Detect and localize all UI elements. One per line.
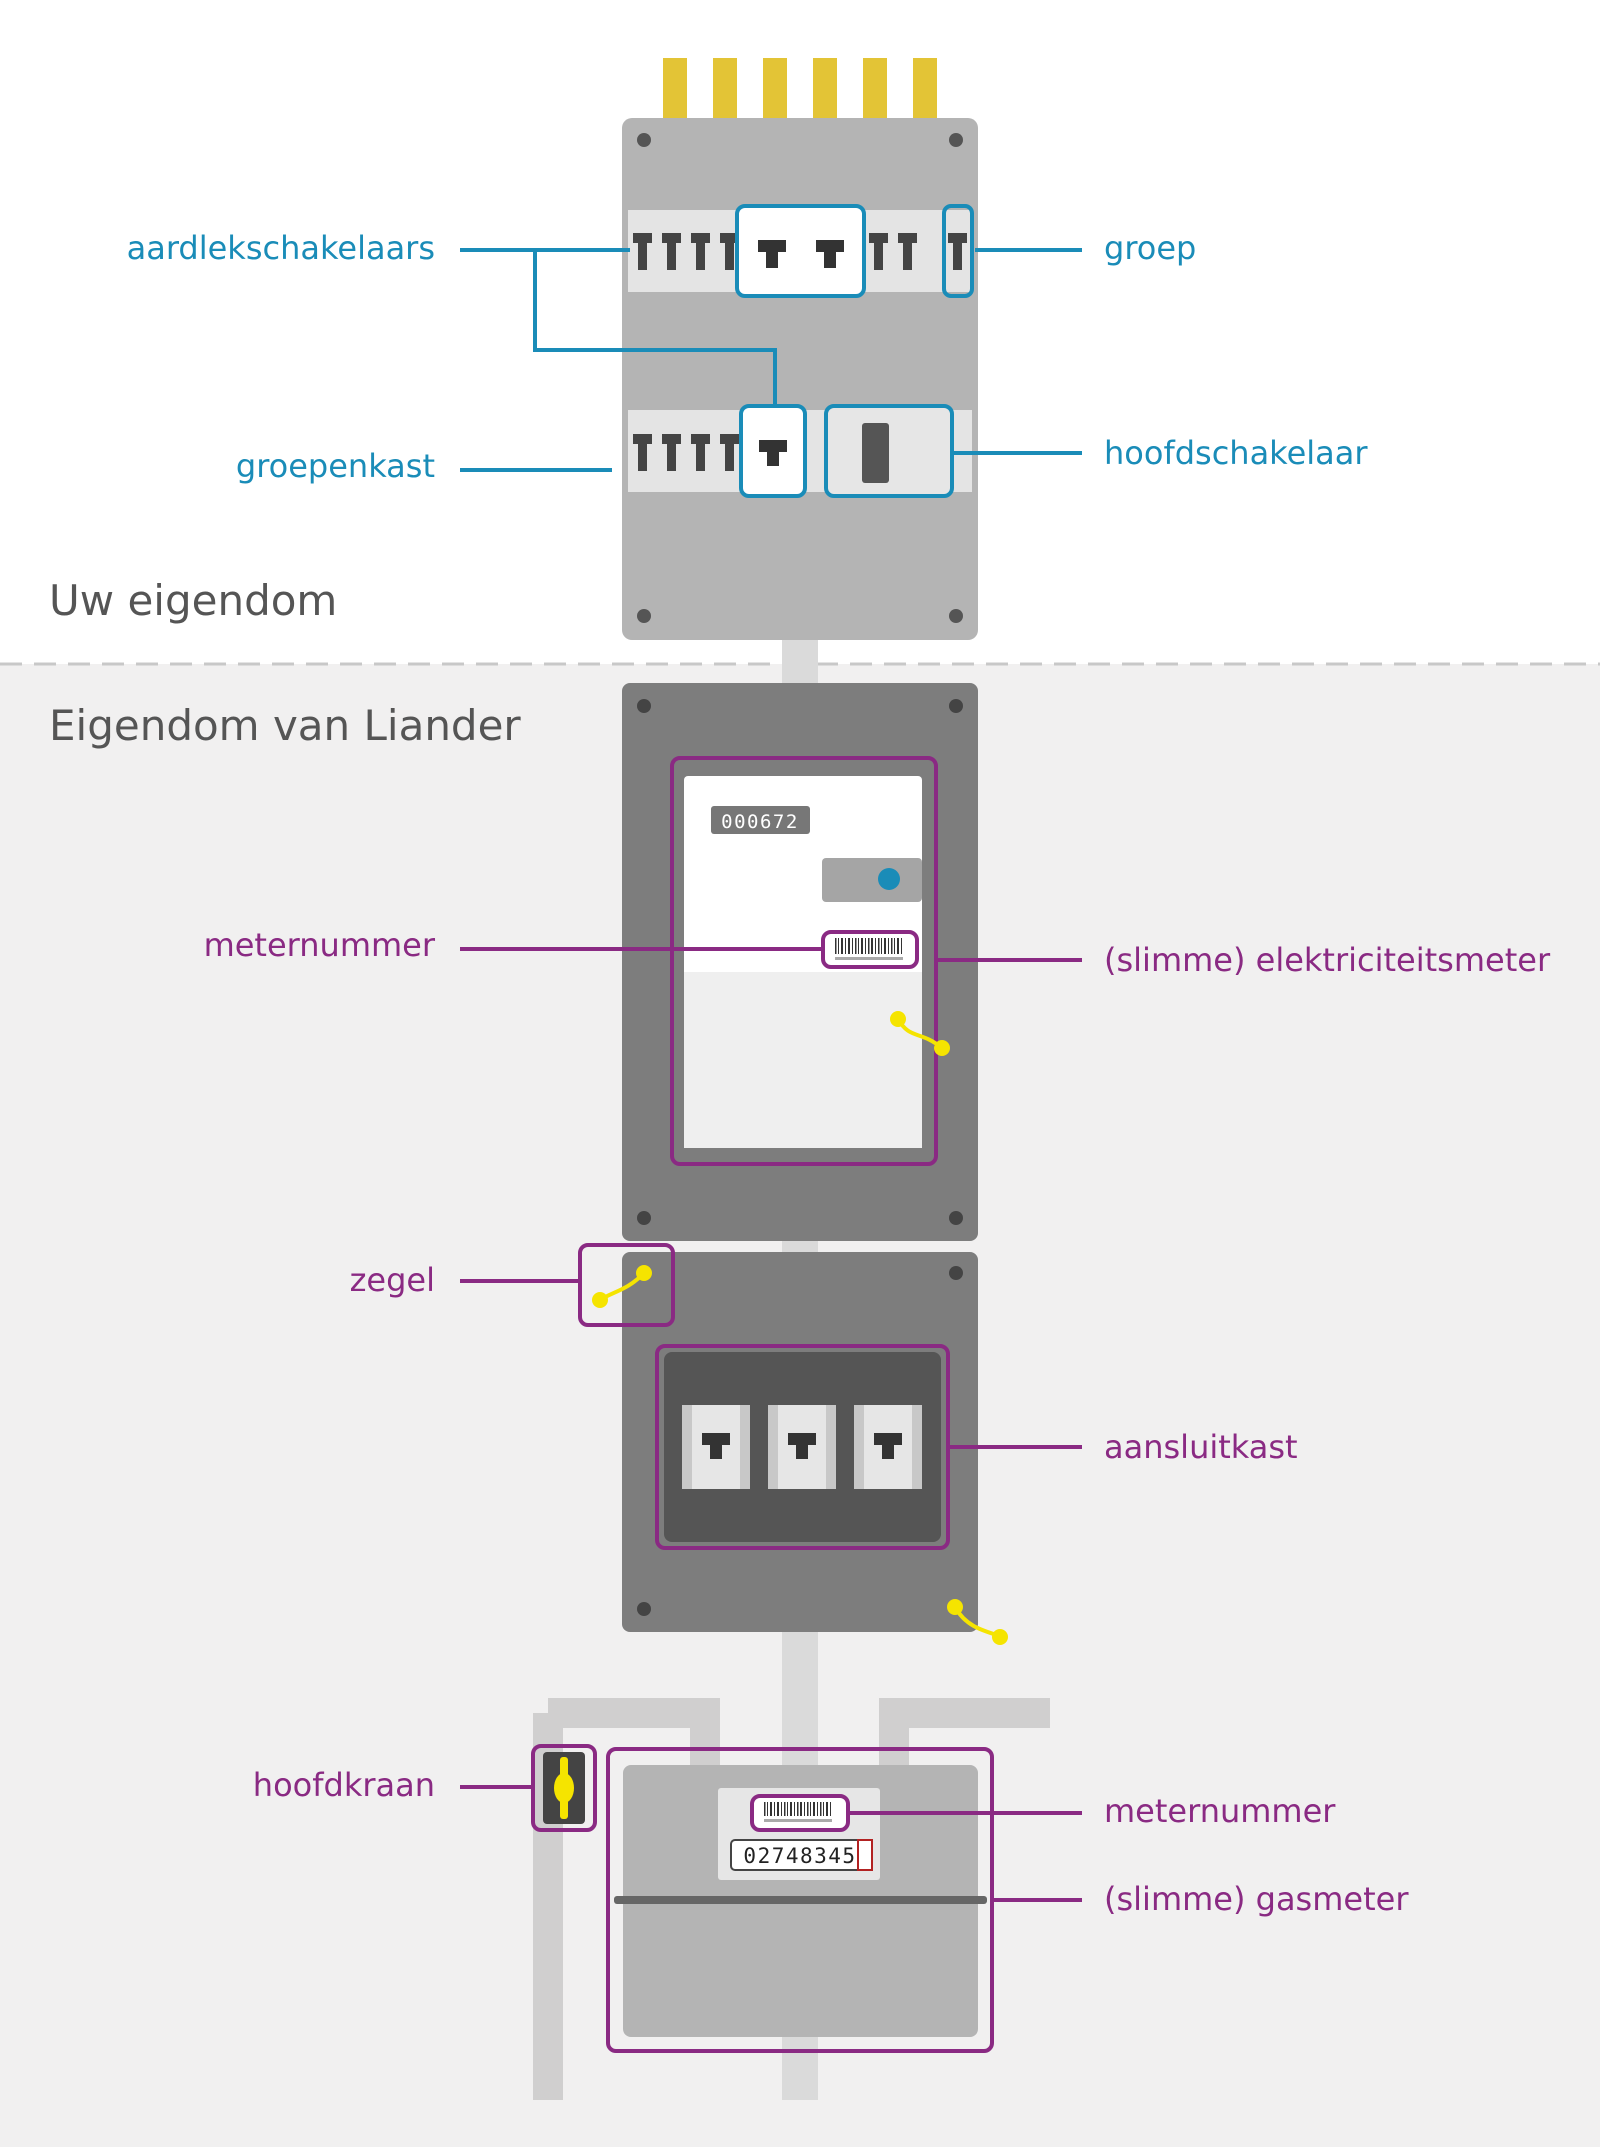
purple-leaders-gas xyxy=(460,1785,1082,1902)
label-groepenkast: groepenkast xyxy=(235,447,435,485)
label-meternummer-gas: meternummer xyxy=(1104,1792,1336,1830)
label-aansluitkast: aansluitkast xyxy=(1104,1428,1298,1466)
elec-barcode xyxy=(835,938,903,960)
zegel-highlight xyxy=(578,1243,675,1327)
conduit-1 xyxy=(782,640,818,685)
label-elektriciteitsmeter: (slimme) elektriciteitsmeter xyxy=(1104,941,1551,979)
aardlek-switches xyxy=(758,240,844,268)
gas-counter: 02748345 xyxy=(743,1844,856,1868)
groepenkast-switch xyxy=(759,440,787,466)
elec-meternummer-highlight xyxy=(821,930,919,969)
elec-counter-plate xyxy=(711,806,810,834)
rail-1-breakers-right xyxy=(869,233,967,270)
gas-pipe-right xyxy=(879,1698,1050,1780)
aansluitkast-seal xyxy=(947,1599,1008,1645)
label-hoofdkraan: hoofdkraan xyxy=(252,1766,435,1804)
label-gasmeter: (slimme) gasmeter xyxy=(1104,1880,1409,1918)
purple-leaders-kast xyxy=(460,1279,1082,1449)
rail-1-breakers-left xyxy=(633,233,739,270)
section-own: Uw eigendom xyxy=(49,576,338,625)
main-fuses xyxy=(682,1405,922,1489)
groep-highlight xyxy=(942,204,974,298)
groepenkast-screws xyxy=(637,133,963,623)
label-aardlekschakelaars: aardlekschakelaars xyxy=(126,229,435,267)
meter-display-block xyxy=(822,858,922,902)
gasmeter-seam xyxy=(614,1896,987,1904)
section-liander: Eigendom van Liander xyxy=(49,701,521,750)
hoofdkraan-knob xyxy=(554,1773,574,1803)
gas-counter-decimal xyxy=(857,1839,873,1871)
conduit-2 xyxy=(782,1240,818,1254)
incoming-cables xyxy=(663,58,937,120)
zegel-seal xyxy=(592,1265,652,1308)
meterkast-screws xyxy=(637,699,963,1225)
elec-meter-seal xyxy=(890,1011,950,1056)
label-hoofdschakelaar: hoofdschakelaar xyxy=(1104,434,1368,472)
aardlek-highlight xyxy=(735,204,866,298)
blue-leaders xyxy=(460,248,1082,472)
label-groep: groep xyxy=(1104,229,1197,267)
meter-indicator-led xyxy=(878,868,900,890)
groepenkast-box xyxy=(622,118,978,640)
aansluitkast-screws xyxy=(637,1266,963,1616)
meter-lower-panel xyxy=(684,972,922,1148)
rail-2-breakers xyxy=(633,434,739,471)
gas-barcode xyxy=(764,1802,832,1822)
hoofdschakelaar-lever xyxy=(862,423,889,483)
elec-counter: 000672 xyxy=(721,811,799,833)
purple-leaders-elec xyxy=(460,947,1082,962)
label-zegel: zegel xyxy=(349,1261,435,1299)
label-meternummer-elec: meternummer xyxy=(203,926,435,964)
